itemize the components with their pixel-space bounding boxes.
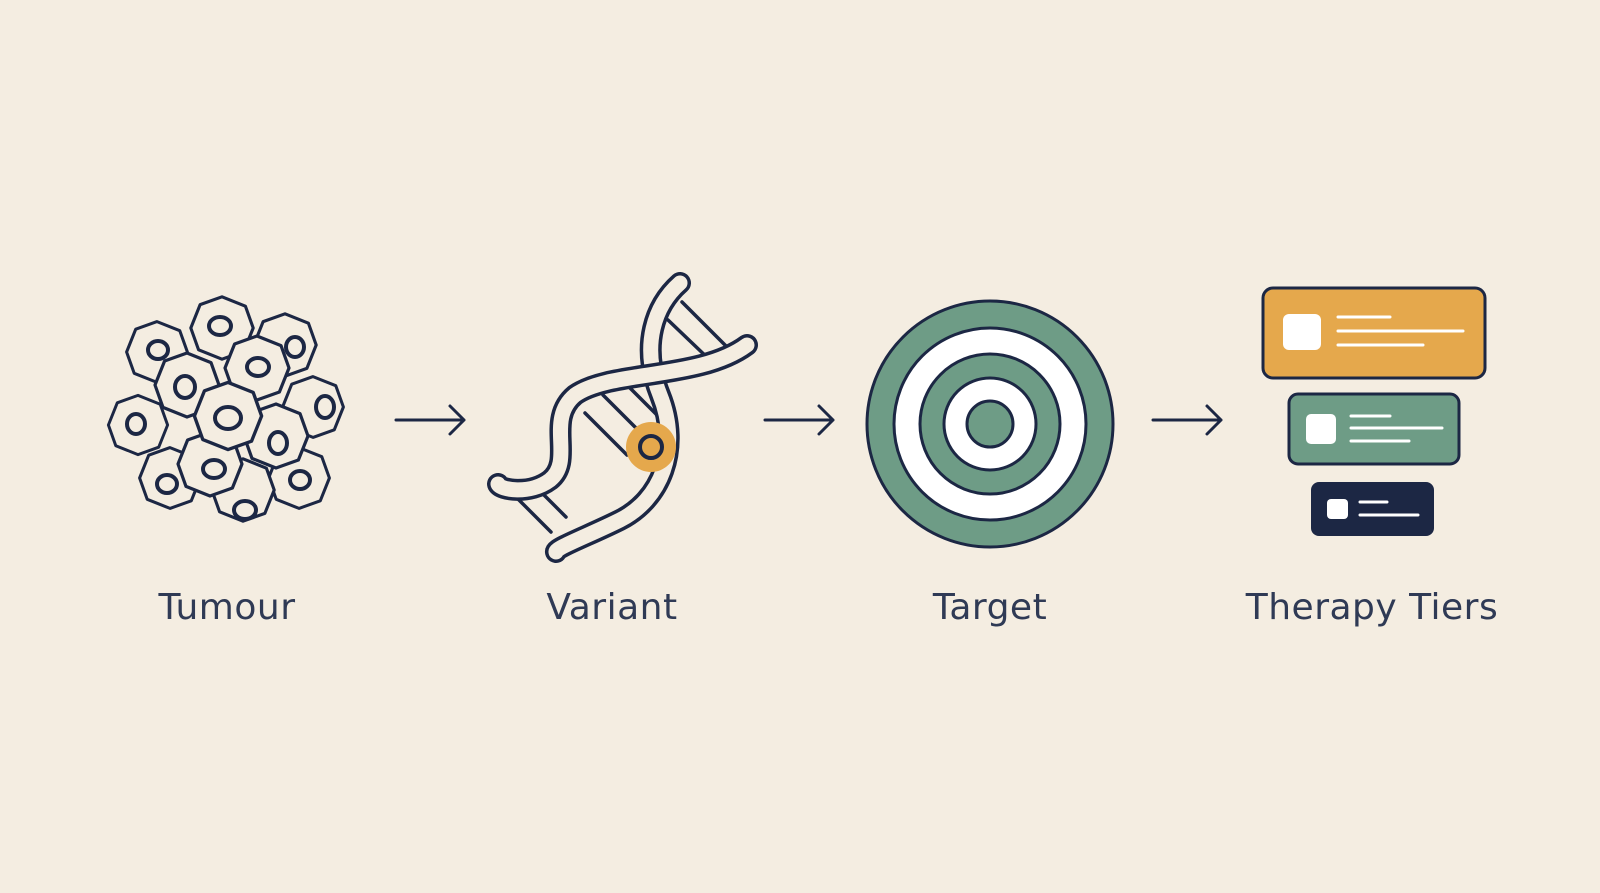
arrow-right-icon (394, 404, 466, 436)
tier-card-3 (1311, 482, 1434, 536)
step-label-target: Target (932, 587, 1048, 628)
tier-card-1 (1261, 286, 1487, 380)
tier-card-2 (1287, 392, 1461, 466)
therapy-tiers-icon (1261, 286, 1487, 536)
arrow-right-icon (1151, 404, 1223, 436)
step-label-variant: Variant (546, 587, 678, 628)
tumour-cells-icon (106, 295, 345, 523)
step-label-therapy-tiers: Therapy Tiers (1245, 587, 1499, 628)
step-label-tumour: Tumour (158, 587, 296, 628)
target-icon (865, 299, 1115, 549)
dna-variant-icon (487, 272, 758, 563)
arrow-right-icon (763, 404, 835, 436)
